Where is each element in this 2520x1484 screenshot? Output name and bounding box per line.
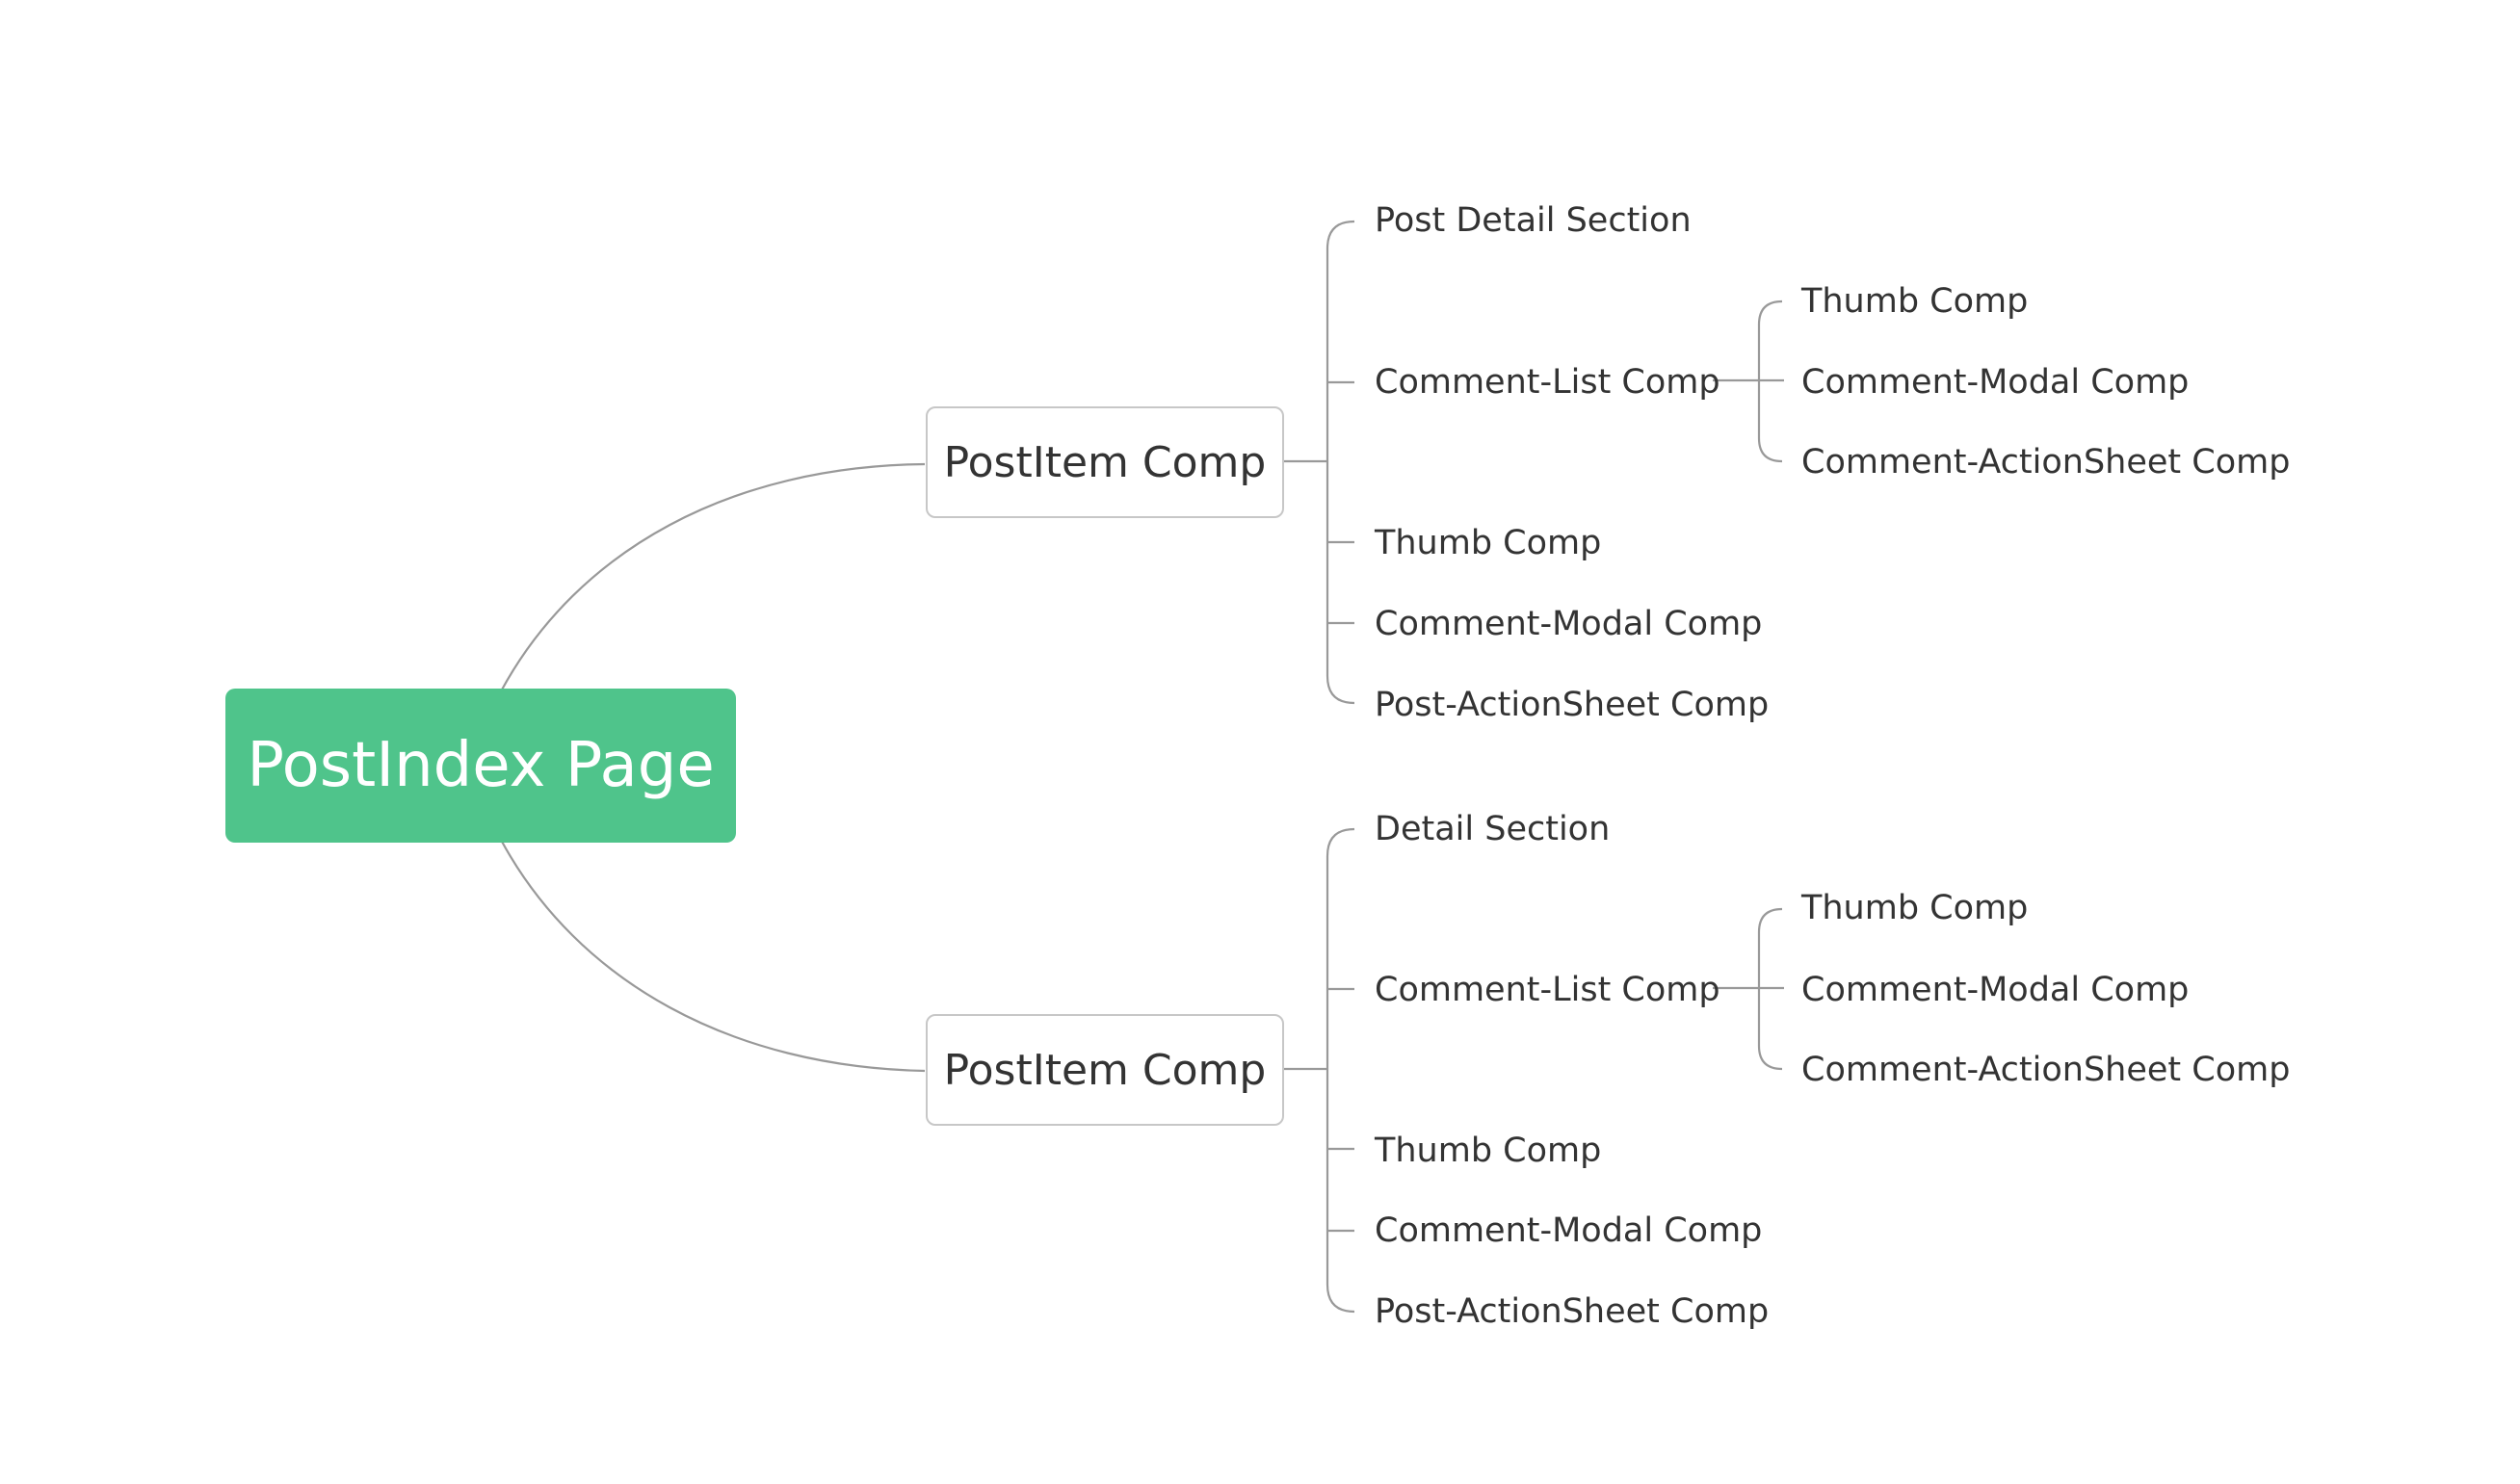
leaf-post-actionsheet-comp[interactable]: Post-ActionSheet Comp (1375, 1292, 1770, 1331)
branch-2-bracket (1326, 827, 1355, 1314)
leaf-post-detail-section[interactable]: Post Detail Section (1375, 201, 1692, 240)
leaf-comment-list-comp[interactable]: Comment-List Comp (1375, 971, 1720, 1009)
leaf-comment-list-comp[interactable]: Comment-List Comp (1375, 363, 1720, 402)
subleaf-comment-actionsheet-comp[interactable]: Comment-ActionSheet Comp (1801, 1051, 2291, 1089)
leaf-comment-modal-comp[interactable]: Comment-Modal Comp (1375, 1211, 1763, 1250)
leaf-comment-modal-comp[interactable]: Comment-Modal Comp (1375, 605, 1763, 643)
root-node-postindex-page[interactable]: PostIndex Page (225, 689, 736, 843)
subleaf-thumb-comp[interactable]: Thumb Comp (1801, 889, 2029, 927)
branch-1-sub-bracket (1757, 299, 1783, 463)
root-to-branch-1-connector (500, 462, 926, 692)
branch-2-sub-bracket (1757, 907, 1783, 1071)
branch-1-bracket (1326, 220, 1355, 705)
leaf-detail-section[interactable]: Detail Section (1375, 810, 1611, 848)
subleaf-comment-modal-comp[interactable]: Comment-Modal Comp (1801, 363, 2190, 402)
subleaf-comment-modal-comp[interactable]: Comment-Modal Comp (1801, 971, 2190, 1009)
root-to-branch-2-connector (500, 839, 926, 1073)
leaf-thumb-comp[interactable]: Thumb Comp (1375, 1132, 1602, 1170)
leaf-post-actionsheet-comp[interactable]: Post-ActionSheet Comp (1375, 686, 1770, 724)
branch-node-postitem-comp-1[interactable]: PostItem Comp (926, 406, 1284, 518)
subleaf-thumb-comp[interactable]: Thumb Comp (1801, 282, 2029, 321)
leaf-thumb-comp[interactable]: Thumb Comp (1375, 524, 1602, 562)
branch-node-postitem-comp-2[interactable]: PostItem Comp (926, 1014, 1284, 1126)
subleaf-comment-actionsheet-comp[interactable]: Comment-ActionSheet Comp (1801, 443, 2291, 482)
